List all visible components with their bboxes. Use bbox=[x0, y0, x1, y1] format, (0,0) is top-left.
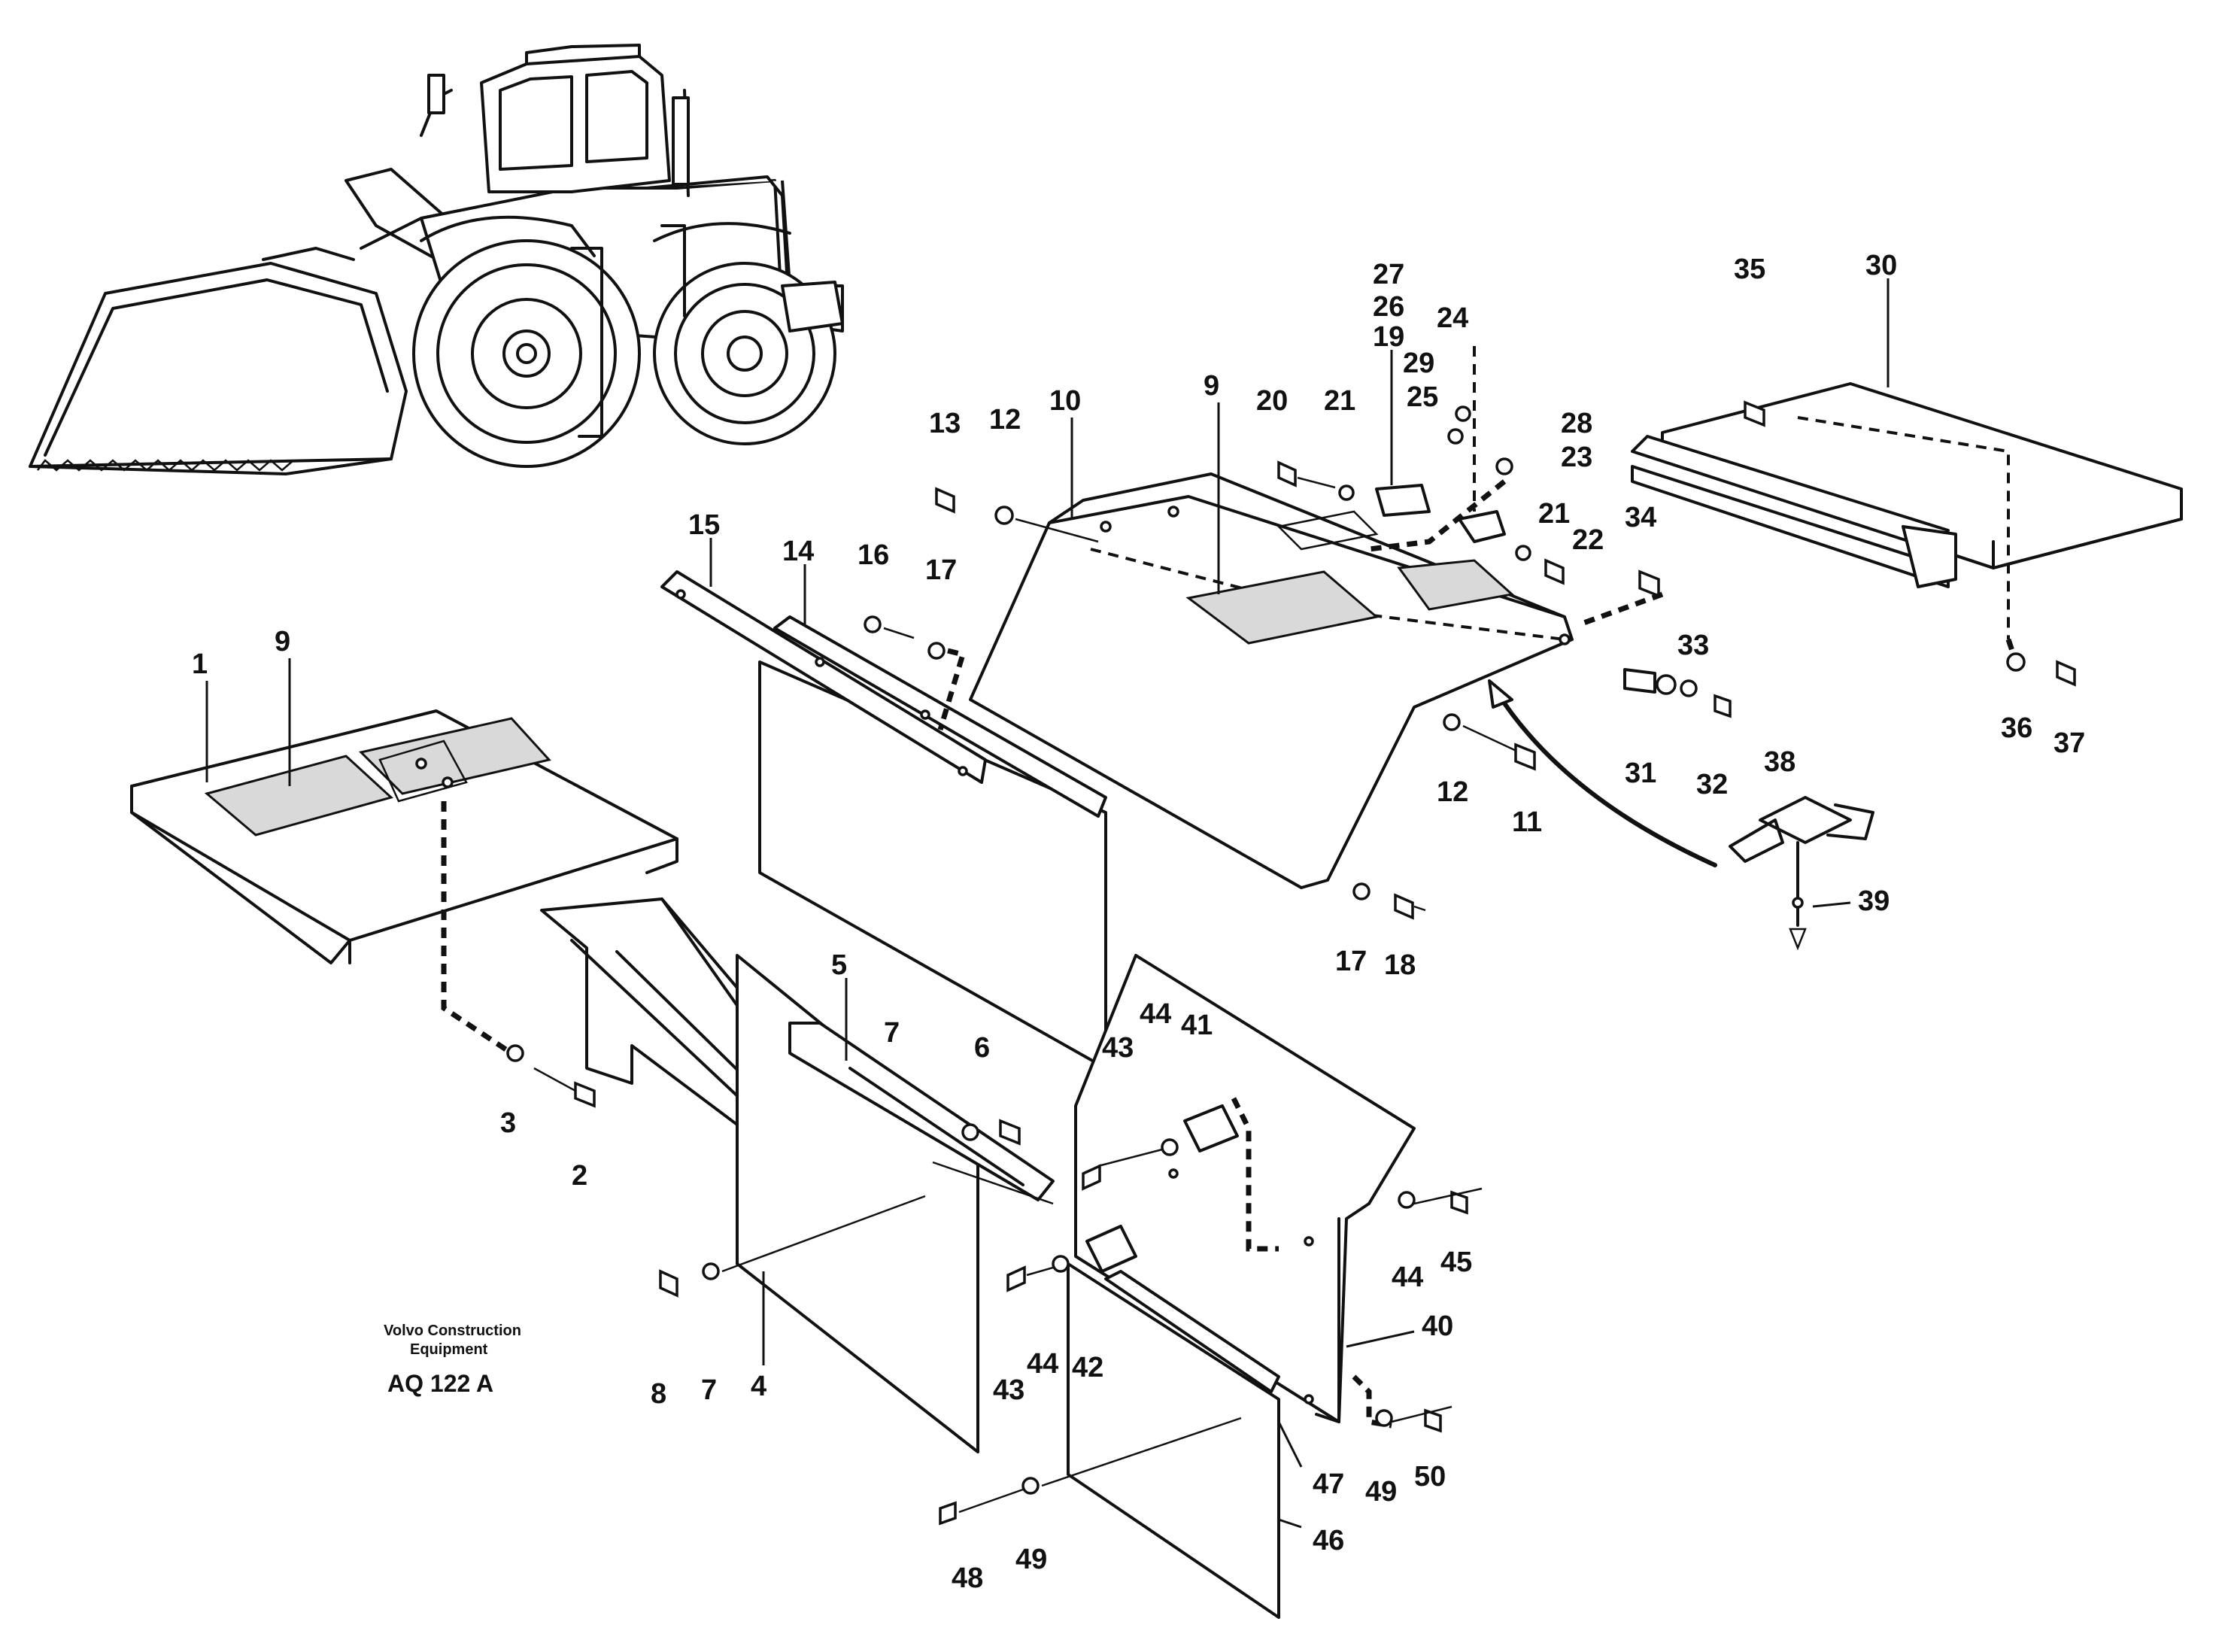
upper-strip-15 bbox=[660, 570, 987, 784]
callout-29: 29 bbox=[1403, 348, 1434, 379]
callout-5: 5 bbox=[831, 949, 847, 981]
left-mounting-strip bbox=[788, 1022, 1055, 1201]
callout-25: 25 bbox=[1407, 381, 1438, 413]
callout-42: 42 bbox=[1072, 1352, 1103, 1383]
callout-39: 39 bbox=[1858, 885, 1890, 917]
wheel-loader-illustration bbox=[29, 44, 844, 475]
callout-7-upper: 7 bbox=[884, 1017, 900, 1049]
callout-44-upper: 44 bbox=[1140, 998, 1171, 1030]
callout-35: 35 bbox=[1734, 254, 1765, 285]
callout-41: 41 bbox=[1181, 1010, 1213, 1041]
callout-31: 31 bbox=[1625, 758, 1656, 789]
callout-21-lower: 21 bbox=[1538, 498, 1570, 530]
callout-7-lower: 7 bbox=[701, 1374, 717, 1406]
callout-43-lower: 43 bbox=[993, 1374, 1024, 1406]
anti-slip-pad-left-1 bbox=[204, 755, 394, 837]
callout-9-left: 9 bbox=[275, 626, 290, 657]
callout-12-upper: 12 bbox=[989, 404, 1021, 436]
callout-13: 13 bbox=[929, 408, 961, 439]
hardware bbox=[506, 346, 2076, 1526]
callout-11: 11 bbox=[1512, 806, 1542, 838]
callout-27: 27 bbox=[1373, 259, 1404, 290]
callout-44-right: 44 bbox=[1392, 1262, 1423, 1293]
caption-code: AQ 122 A bbox=[387, 1370, 493, 1397]
callout-48: 48 bbox=[952, 1562, 983, 1594]
callout-15: 15 bbox=[688, 509, 720, 541]
drawing-caption: Volvo Construction Equipment AQ 122 A bbox=[384, 1323, 521, 1397]
storage-box bbox=[1631, 382, 2183, 664]
callout-43-upper: 43 bbox=[1102, 1032, 1134, 1064]
callout-18: 18 bbox=[1384, 949, 1416, 981]
callout-30: 30 bbox=[1865, 250, 1897, 281]
callout-32: 32 bbox=[1696, 769, 1728, 800]
callout-34: 34 bbox=[1625, 502, 1656, 533]
callout-49-lower: 49 bbox=[1015, 1544, 1047, 1575]
callout-20: 20 bbox=[1256, 385, 1288, 417]
callout-47: 47 bbox=[1313, 1468, 1344, 1500]
callout-12-lower: 12 bbox=[1437, 776, 1468, 808]
callout-17-lower: 17 bbox=[1335, 946, 1367, 977]
callout-40: 40 bbox=[1422, 1310, 1453, 1342]
callout-45: 45 bbox=[1440, 1247, 1472, 1278]
callout-33: 33 bbox=[1677, 630, 1709, 661]
callout-4: 4 bbox=[751, 1371, 766, 1402]
callout-3: 3 bbox=[500, 1107, 516, 1139]
callout-44-lower: 44 bbox=[1027, 1348, 1058, 1380]
front-wheel bbox=[412, 239, 641, 468]
callout-36: 36 bbox=[2001, 712, 2032, 744]
callout-16: 16 bbox=[858, 539, 889, 571]
callout-24: 24 bbox=[1437, 302, 1468, 334]
caption-brand-line2: Equipment bbox=[410, 1341, 488, 1358]
upper-strip-14 bbox=[773, 615, 1107, 818]
callout-38: 38 bbox=[1764, 746, 1795, 778]
callout-37: 37 bbox=[2053, 727, 2085, 759]
callout-28: 28 bbox=[1561, 408, 1592, 439]
callout-9-center: 9 bbox=[1204, 370, 1219, 402]
callout-6: 6 bbox=[974, 1032, 990, 1064]
callout-1: 1 bbox=[192, 648, 208, 680]
callout-8: 8 bbox=[651, 1378, 666, 1410]
callout-46: 46 bbox=[1313, 1525, 1344, 1556]
anti-slip-pad-center-2 bbox=[1397, 559, 1515, 611]
callout-21-upper: 21 bbox=[1324, 385, 1355, 417]
callout-23: 23 bbox=[1561, 442, 1592, 473]
callout-49-right: 49 bbox=[1365, 1476, 1397, 1508]
callout-26: 26 bbox=[1373, 291, 1404, 323]
callout-22: 22 bbox=[1572, 524, 1604, 556]
callout-labels: 1 9 2 3 4 5 6 7 7 8 9 10 11 12 12 13 14 … bbox=[192, 250, 2085, 1594]
left-rear-plate bbox=[736, 954, 979, 1453]
center-step-fender bbox=[969, 472, 1574, 889]
callout-2: 2 bbox=[572, 1160, 587, 1192]
callout-19: 19 bbox=[1373, 321, 1404, 353]
anti-slip-pad-center-1 bbox=[1185, 570, 1380, 645]
callout-50: 50 bbox=[1414, 1461, 1446, 1493]
callout-14: 14 bbox=[782, 536, 814, 567]
caption-brand-line1: Volvo Construction bbox=[384, 1323, 521, 1339]
lower-right-strip bbox=[1104, 1270, 1280, 1393]
callout-17-upper: 17 bbox=[925, 554, 957, 586]
callout-10: 10 bbox=[1049, 385, 1081, 417]
